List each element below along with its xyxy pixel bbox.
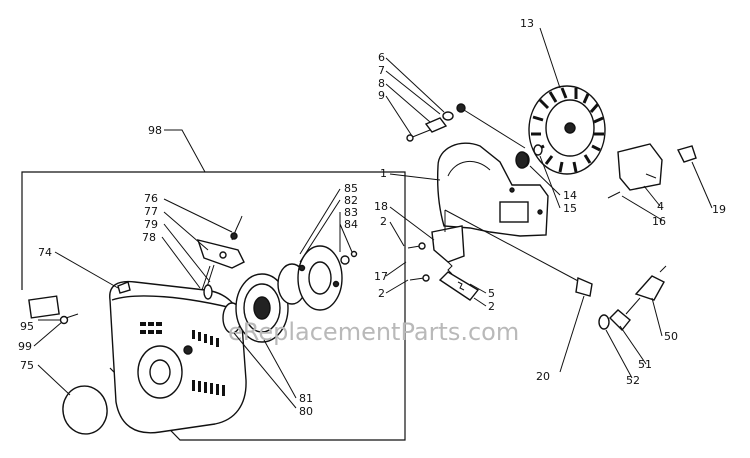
decal-95-illustration (28, 295, 60, 319)
pawl-parts-illustration (406, 103, 466, 142)
callout-5: 5 (488, 287, 495, 300)
callout-2-lower-left: 2 (378, 287, 385, 300)
callout-82: 82 (344, 194, 358, 207)
callout-77: 77 (144, 205, 158, 218)
bracket-rod-illustration (431, 209, 593, 297)
callout-83: 83 (344, 206, 358, 219)
callout-50: 50 (664, 330, 678, 343)
callout-13: 13 (520, 17, 534, 30)
callout-78: 78 (142, 231, 156, 244)
callout-20: 20 (536, 370, 550, 383)
callout-19: 19 (712, 203, 726, 216)
callout-75: 75 (20, 359, 34, 372)
screws-springs-illustration (407, 242, 480, 301)
shroud-illustration (436, 142, 549, 237)
callout-1: 1 (380, 167, 387, 180)
callout-99: 99 (18, 340, 32, 353)
callout-79: 79 (144, 218, 158, 231)
ignition-module-illustration (607, 143, 697, 199)
callout-17: 17 (374, 270, 388, 283)
callout-74: 74 (38, 246, 52, 259)
callout-84: 84 (344, 218, 358, 231)
starter-cover-illustration (109, 280, 247, 434)
callout-9: 9 (378, 89, 385, 102)
callout-7: 7 (378, 64, 385, 77)
callout-labels: 98 74 95 99 75 76 77 79 78 85 82 83 84 8… (18, 17, 726, 418)
callout-2-upper: 2 (380, 215, 387, 228)
callout-81: 81 (299, 392, 313, 405)
callout-52: 52 (626, 374, 640, 387)
callout-14: 14 (563, 189, 577, 202)
nut-washer-illustration (515, 144, 543, 169)
callout-98: 98 (148, 124, 162, 137)
flywheel-illustration (528, 85, 606, 175)
callout-18: 18 (374, 200, 388, 213)
callout-15: 15 (563, 202, 577, 215)
callout-2-lower-right: 2 (488, 300, 495, 313)
callout-80: 80 (299, 405, 313, 418)
callout-16: 16 (652, 215, 666, 228)
callout-8: 8 (378, 77, 385, 90)
callout-51: 51 (638, 358, 652, 371)
screw-99-illustration (59, 313, 79, 325)
callout-76: 76 (144, 192, 158, 205)
handle-rope-illustration (196, 215, 245, 300)
pulley-stack-illustration (222, 245, 358, 343)
spark-plug-parts-illustration (598, 265, 667, 332)
watermark: eReplacementParts.com (228, 318, 519, 346)
callout-6: 6 (378, 51, 385, 64)
callout-95: 95 (20, 320, 34, 333)
plate-75-illustration (62, 385, 108, 435)
callout-4: 4 (657, 200, 664, 213)
leader-lines (33, 27, 713, 409)
callout-85: 85 (344, 182, 358, 195)
